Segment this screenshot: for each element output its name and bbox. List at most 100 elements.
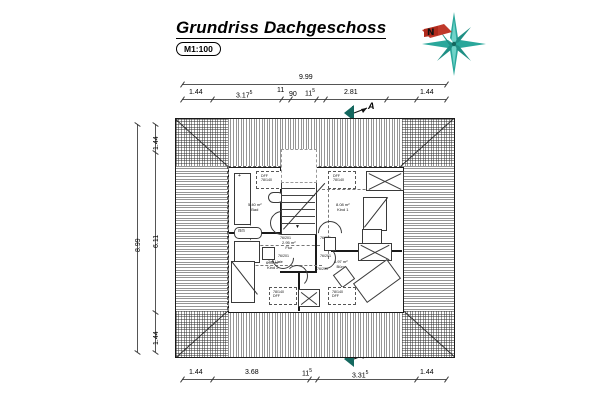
bathtub (234, 173, 251, 225)
room-name-kind1: Kind 1 (337, 206, 349, 212)
door-label-bad: 76/201 (280, 236, 291, 240)
room-name-buero: Büro (336, 263, 345, 269)
dormer-bad-label: DFF 78/140 (261, 174, 272, 182)
dim-top-4-sup: 5 (312, 88, 316, 94)
dim-left-chain-line (155, 124, 156, 352)
door-label-buero: 76/201 (317, 267, 328, 271)
dim-top-3: 90 (289, 91, 297, 98)
dim-top-0: 1.44 (189, 89, 203, 96)
dormer-bad-type: DFF (261, 174, 268, 178)
dormer-buero-size: DFF (332, 294, 339, 299)
dim-top-4: 11 (305, 90, 313, 98)
window-kind1 (366, 171, 404, 191)
dim-top-1: 3.17 (236, 92, 250, 100)
two-m-line-bottom (236, 265, 322, 266)
compass-north-label: N (427, 28, 435, 38)
dim-bottom-1: 3.68 (245, 369, 259, 376)
door-label-flur-bl: 76/201 (278, 254, 289, 258)
wall-flur-right (315, 232, 317, 272)
dim-left-total-line (137, 124, 138, 352)
dim-top-total: 9.99 (299, 74, 313, 81)
dim-top-chain-line (182, 99, 446, 100)
stair-opening (281, 149, 317, 183)
roof-hatch-right (402, 119, 454, 357)
guide-kind1 (328, 189, 329, 259)
dormer-kind2-size: DFF (273, 294, 280, 299)
room-label-kind2: 6.87 m² Kind 2 (266, 260, 280, 271)
dim-left-1: 6.11 (153, 234, 160, 248)
dim-bottom-2-sup: 5 (309, 368, 313, 374)
stair-step (281, 216, 315, 217)
guide-left (228, 167, 229, 311)
dormer-kind1-type: DFF (333, 174, 340, 178)
dormer-buero-type: 78/140 (332, 290, 343, 294)
window-kind2 (298, 289, 320, 307)
room-label-bad: 5.40 m² Bad (248, 202, 262, 213)
room-label-kind1: 8.08 m² Kind 1 (336, 202, 350, 213)
dim-top-5: 2.81 (344, 89, 358, 96)
room-label-buero: 4.97 m² Büro (334, 259, 348, 270)
stair-step (281, 202, 315, 203)
washbasin (234, 227, 262, 239)
dim-top-1-sup: 5 (249, 90, 253, 96)
room-area-kind1: 8.08 m² (336, 202, 350, 207)
stair-arrow: ▼ (295, 224, 300, 230)
furniture-cabinet-buero (324, 237, 336, 251)
room-area-flur: 2.95 m² (282, 240, 296, 245)
furniture-bed-kind2 (231, 261, 255, 303)
floor-plan: 2 m-Linie 2 m-Linie + ⊟⊟ 5.40 m² Bad DFF… (175, 118, 455, 358)
stair-step (281, 188, 315, 189)
dim-top-total-line (182, 84, 446, 85)
room-name-bad: Bad (251, 206, 259, 212)
roof-hatch-left (176, 119, 228, 357)
room-name-flur: Flur (285, 244, 293, 250)
dim-bottom-3: 3.31 (352, 372, 366, 380)
dormer-bad-size: 78/140 (261, 178, 272, 183)
dim-left-total: 8.99 (135, 238, 142, 252)
stair-step (281, 195, 315, 196)
dormer-buero-label: 78/140 DFF (332, 290, 343, 298)
stair-step (281, 209, 315, 210)
stair-step (281, 223, 315, 224)
washbasin-detail: ⊟⊟ (238, 228, 245, 233)
dim-tick (443, 376, 449, 383)
dormer-kind1-label: DFF 78/140 (333, 174, 344, 182)
page-title: Grundriss Dachgeschoss (176, 18, 387, 39)
dim-bottom-4: 1.44 (420, 369, 434, 376)
door-label-flur-br: 76/201 (320, 254, 331, 258)
dim-left-2: 1.44 (153, 331, 160, 345)
dim-top-6: 1.44 (420, 89, 434, 96)
dim-tick (133, 350, 141, 355)
bathtub-mark: + (238, 173, 241, 179)
dormer-kind2 (269, 287, 297, 305)
door-swing-flur-bottom (286, 265, 308, 287)
section-label-top: A (368, 101, 375, 111)
dim-bottom-3-sup: 5 (365, 370, 369, 376)
dim-bottom-0: 1.44 (189, 369, 203, 376)
dormer-kind1-size: 78/140 (333, 178, 344, 183)
window-buero (358, 243, 392, 261)
room-area-bad: 5.40 m² (248, 202, 262, 207)
dormer-kind2-type: 78/140 (273, 290, 284, 294)
dim-bottom-line (182, 379, 446, 380)
room-area-buero: 4.97 m² (334, 259, 348, 264)
two-m-line-right (322, 189, 396, 190)
room-label-flur: 2.95 m² Flur (282, 240, 296, 251)
room-area-kind2: 6.87 m² (266, 260, 280, 265)
scale-badge: M1:100 (176, 42, 221, 56)
room-name-kind2: Kind 2 (267, 264, 279, 270)
dim-tick (151, 350, 159, 355)
guide-flur-top (250, 245, 320, 246)
dormer-kind1 (328, 171, 356, 189)
compass-rose: N (414, 8, 486, 80)
dormer-buero (328, 287, 356, 305)
dim-tick (443, 96, 449, 103)
dim-tick (443, 81, 449, 88)
dim-bottom-2: 11 (302, 370, 310, 378)
furniture-bed-kind1 (363, 197, 387, 231)
annotation-2m-bottom: 2 m-Linie (268, 260, 283, 264)
dim-left-0: 1.44 (153, 136, 160, 150)
furniture-stool-kind2 (262, 247, 275, 260)
dormer-kind2-label: 78/140 DFF (273, 290, 284, 298)
